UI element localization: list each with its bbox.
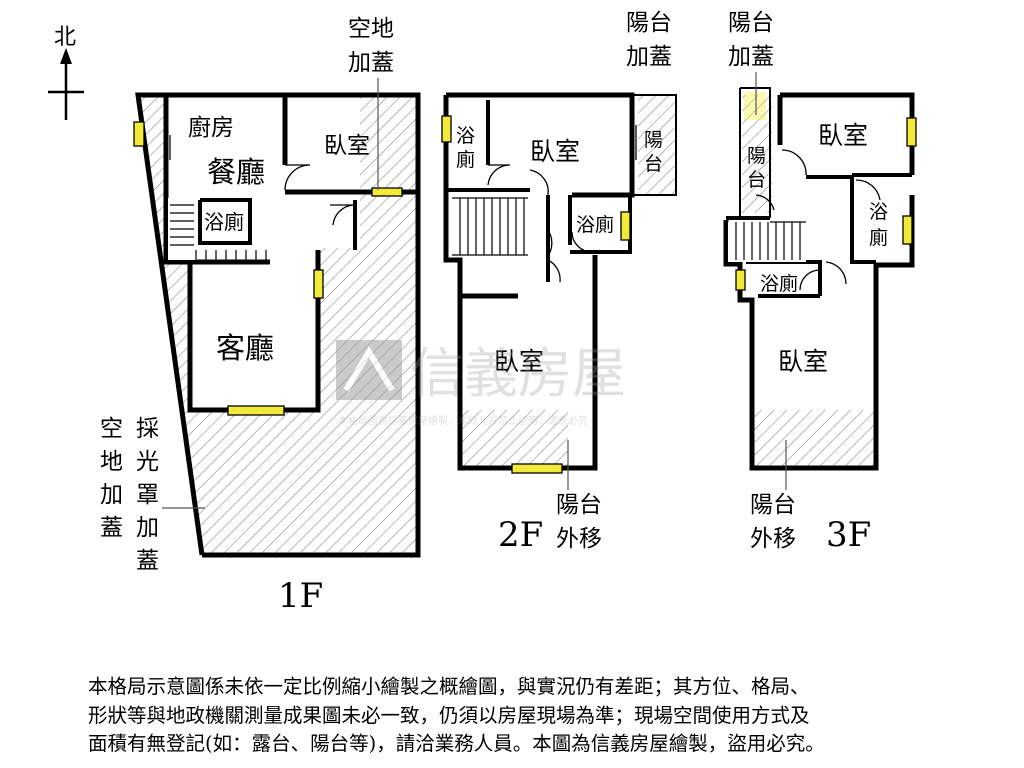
note-balcony-addon-2f-1: 陽台 (626, 10, 672, 36)
watermark-brand: 信義房屋 (410, 342, 626, 405)
door-dining (284, 164, 311, 191)
wall-2f-outer (446, 92, 635, 198)
addon-area-hatch (138, 95, 418, 555)
room-bath-2f-left-2: 廁 (456, 148, 475, 171)
floor-3f: 臥室 陽 台 浴 廁 浴廁 臥室 陽台 加蓋 陽台 外移 3F (723, 10, 917, 555)
room-bedroom-3f-main: 臥室 (778, 347, 828, 376)
floor-label-3f: 3F (826, 515, 871, 555)
room-bath-1f: 浴廁 (204, 210, 244, 234)
note-vacant-left-2: 地 (100, 449, 123, 475)
window-1f-living (313, 269, 324, 299)
disclaimer-line-2: 形狀等與地政機關測量成果圖未必一致，仍須以房屋現場為準；現場空間使用方式及 (88, 703, 810, 727)
note-skylight: 採 光 罩 加 蓋 (136, 416, 205, 574)
floor-label-2f: 2F (498, 515, 543, 555)
room-bedroom-2f-top: 臥室 (530, 137, 580, 166)
wall-3f-outer (780, 92, 915, 175)
watermark-subtitle: 本格局圖為信義房屋繪製，未經允許禁止盜用，違者必究 (338, 414, 588, 427)
window-3f-bedroom (906, 117, 917, 147)
note-vacant-left: 空 地 加 蓋 (100, 416, 123, 541)
note-balcony-moved-2f-2: 外移 (556, 526, 602, 552)
room-balcony-2f-2: 台 (644, 153, 663, 175)
window-3f-west (735, 269, 746, 291)
floor-plan: 北 (48, 10, 917, 616)
note-balcony-moved-3f-1: 陽台 (750, 492, 796, 518)
stairs-3f (728, 221, 806, 262)
door-entry (330, 204, 356, 226)
disclaimer-line-1: 本格局示意圖係未依一定比例縮小繪製之概繪圖，與實況仍有差距；其方位、格局、 (88, 675, 810, 698)
note-balcony-addon-3f-2: 加蓋 (728, 44, 774, 70)
balcony-moved-2f-hatch (462, 410, 568, 468)
stairs-2f (450, 196, 530, 256)
room-bedroom-3f-top: 臥室 (818, 121, 868, 150)
note-vacant-top-1: 空地 (348, 16, 394, 42)
room-bedroom-2f-main: 臥室 (494, 347, 544, 376)
balcony-addon-2f-hatch (638, 95, 676, 195)
note-skylight-1: 採 (136, 416, 159, 442)
note-balcony-addon-3f-1: 陽台 (728, 10, 774, 36)
room-bath-2f-mid: 浴廁 (576, 213, 614, 236)
note-skylight-3: 罩 (136, 482, 159, 508)
room-bath-3f-right-2: 廁 (869, 226, 888, 249)
balcony-moved-3f-hatch (752, 410, 874, 468)
room-balcony-2f-1: 陽 (644, 129, 663, 151)
floor-label-1f: 1F (278, 576, 323, 616)
note-vacant-left-3: 加 (100, 482, 123, 508)
note-skylight-5: 蓋 (136, 548, 159, 574)
north-compass: 北 (48, 25, 84, 120)
window-2f-west (441, 115, 452, 143)
note-vacant-top-2: 加蓋 (348, 50, 394, 76)
floor-1f: 廚房 餐廳 臥室 浴廁 客廳 空地 加蓋 採 光 罩 加 蓋 空 地 加 蓋 1… (100, 16, 421, 616)
arrow-up-icon (60, 48, 72, 64)
stairs-1f (168, 198, 267, 262)
note-skylight-2: 光 (136, 449, 159, 475)
room-kitchen: 廚房 (188, 115, 234, 141)
north-label: 北 (54, 25, 76, 50)
note-vacant-left-1: 空 (100, 416, 123, 442)
window-1f-west (133, 121, 145, 147)
note-balcony-addon-2f-2: 加蓋 (626, 44, 672, 70)
disclaimer-line-3: 面積有無登記(如：露台、陽台等)，請洽業務人員。本圖為信義房屋繪製，盜用必究。 (88, 732, 825, 755)
room-bath-3f-mid: 浴廁 (760, 272, 798, 295)
balcony-addon-3f-hatch (742, 95, 772, 213)
window-3f-bath (902, 215, 913, 245)
window-2f-south (511, 463, 563, 474)
room-bath-2f-left-1: 浴 (456, 125, 475, 147)
room-bedroom-1f: 臥室 (324, 133, 370, 159)
room-living: 客廳 (216, 331, 274, 365)
note-balcony-moved-2f-1: 陽台 (556, 492, 602, 518)
window-1f-south (227, 405, 285, 416)
room-balcony-3f-1: 陽 (747, 145, 766, 167)
note-vacant-left-4: 蓋 (100, 515, 123, 541)
wall-1f-outer (135, 92, 421, 558)
window-1f-bedroom (371, 187, 403, 197)
disclaimer: 本格局示意圖係未依一定比例縮小繪製之概繪圖，與實況仍有差距；其方位、格局、 形狀… (88, 673, 968, 759)
note-balcony-moved-3f-2: 外移 (750, 526, 796, 552)
room-dining: 餐廳 (207, 155, 265, 189)
room-balcony-3f-2: 台 (747, 169, 766, 191)
window-2f-bath (620, 211, 631, 241)
note-skylight-4: 加 (136, 515, 159, 541)
watermark: 信義房屋 本格局圖為信義房屋繪製，未經允許禁止盜用，違者必究 (336, 340, 626, 427)
room-bath-3f-right-1: 浴 (869, 201, 888, 223)
floor-2f: 浴 廁 臥室 陽 台 浴廁 臥室 陽台 加蓋 陽台 外移 2F (441, 10, 677, 555)
